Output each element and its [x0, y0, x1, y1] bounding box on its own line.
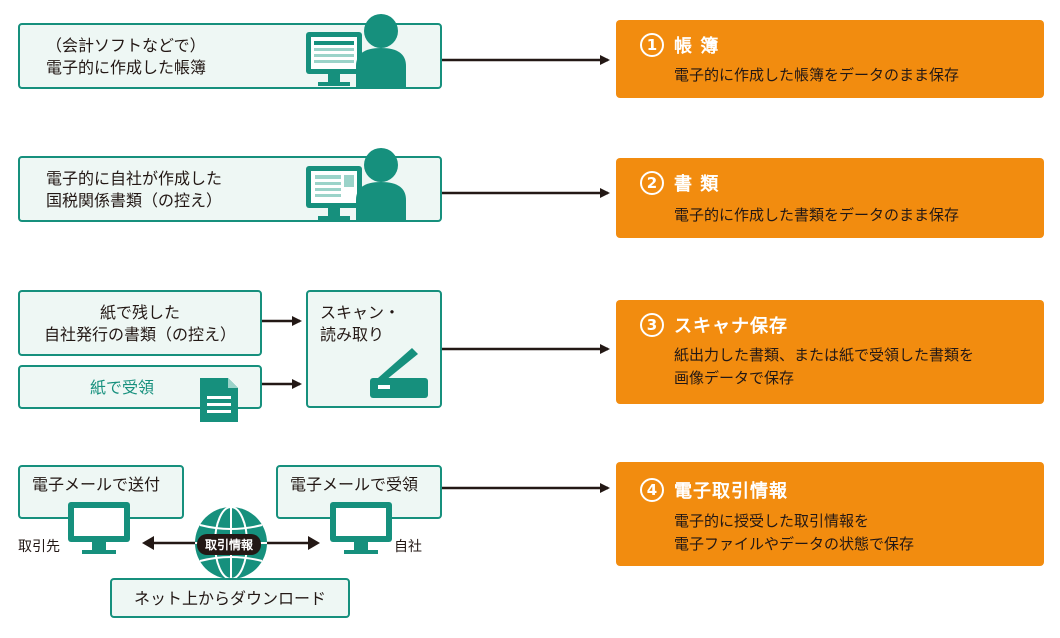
- result-desc: 電子的に作成した書類をデータのまま保存: [674, 206, 960, 224]
- source-box-download: ネット上からダウンロード: [110, 578, 350, 618]
- result-desc: 紙出力した書類、または紙で受領した書類を: [674, 346, 975, 364]
- transaction-info-label: 取引情報: [197, 534, 262, 555]
- result-box-scanner: 3 スキャナ保存 紙出力した書類、または紙で受領した書類を 画像データで保存: [616, 300, 1044, 404]
- source-box-email-send: 電子メールで送付: [18, 465, 184, 519]
- source-text: 国税関係書類（の控え）: [46, 191, 223, 210]
- result-desc: 電子ファイルやデータの状態で保存: [674, 535, 915, 553]
- source-text: 電子的に作成した帳簿: [46, 58, 207, 77]
- result-box-e-transaction: 4 電子取引情報 電子的に授受した取引情報を 電子ファイルやデータの状態で保存: [616, 462, 1044, 566]
- source-text: （会計ソフトなどで）: [46, 36, 206, 55]
- result-box-ledger: 1 帳 簿 電子的に作成した帳簿をデータのまま保存: [616, 20, 1044, 98]
- step-number-badge: 2: [640, 171, 664, 195]
- source-text: 電子メールで受領: [290, 475, 419, 494]
- arrowhead-right: [308, 536, 320, 550]
- step-number-badge: 4: [640, 478, 664, 502]
- source-box-scan: スキャン・ 読み取り: [306, 290, 442, 408]
- result-desc: 画像データで保存: [674, 369, 795, 387]
- step-number-badge: 3: [640, 313, 664, 337]
- source-text: ネット上からダウンロード: [133, 589, 326, 608]
- counterparty-label: 取引先: [18, 539, 60, 555]
- source-box-paper-issued: 紙で残した 自社発行の書類（の控え）: [18, 290, 262, 356]
- source-text: 紙で残した: [99, 303, 180, 322]
- source-text: 自社発行の書類（の控え）: [43, 325, 236, 344]
- source-text: 電子メールで送付: [32, 475, 161, 494]
- source-text: 読み取り: [320, 325, 385, 344]
- result-title: 電子取引情報: [674, 481, 788, 502]
- source-text: 紙で受領: [90, 378, 155, 397]
- source-text: 電子的に自社が作成した: [46, 169, 223, 188]
- own-company-label: 自社: [394, 539, 422, 555]
- result-desc: 電子的に作成した帳簿をデータのまま保存: [674, 66, 960, 84]
- result-title: スキャナ保存: [674, 316, 788, 337]
- result-desc: 電子的に授受した取引情報を: [674, 512, 870, 530]
- step-number-badge: 1: [640, 33, 664, 57]
- source-box-documents: 電子的に自社が作成した 国税関係書類（の控え）: [18, 156, 442, 222]
- source-box-email-receive: 電子メールで受領: [276, 465, 442, 519]
- source-text: スキャン・: [320, 303, 401, 322]
- source-box-ledger: （会計ソフトなどで） 電子的に作成した帳簿: [18, 23, 442, 89]
- result-title: 書 類: [674, 174, 720, 195]
- result-title: 帳 簿: [674, 36, 720, 57]
- arrowhead-left: [142, 536, 154, 550]
- source-box-paper-received: 紙で受領: [18, 365, 262, 409]
- result-box-documents: 2 書 類 電子的に作成した書類をデータのまま保存: [616, 158, 1044, 238]
